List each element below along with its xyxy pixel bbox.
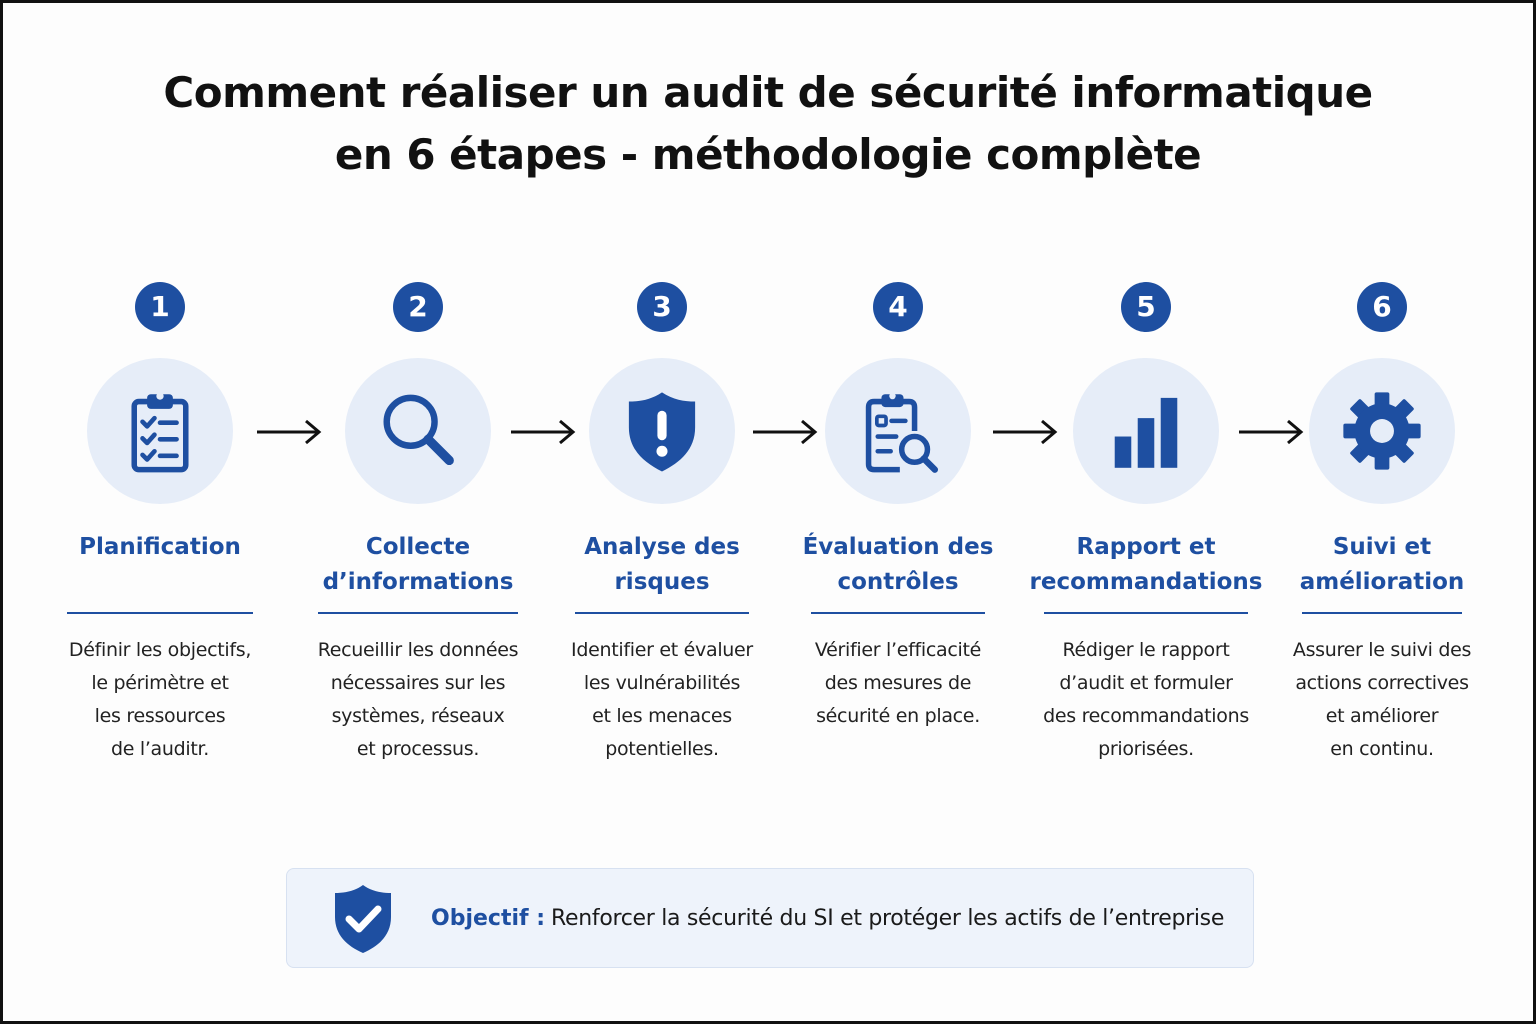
step-icon-circle xyxy=(87,358,233,504)
step-number-badge: 6 xyxy=(1357,282,1407,332)
step-description: Recueillir les données nécessaires sur l… xyxy=(317,639,519,760)
step-description: Vérifier l’efficacité des mesures de séc… xyxy=(814,639,982,727)
step-description: Identifier et évaluer les vulnérabilités… xyxy=(571,639,753,760)
arrow-right-icon xyxy=(750,414,820,450)
step-icon-circle xyxy=(1073,358,1219,504)
page-title: Comment réaliser un audit de sécurité in… xyxy=(0,62,1536,186)
objective-text: Renforcer la sécurité du SI et protéger … xyxy=(551,906,1225,931)
arrow-right-icon xyxy=(254,414,324,450)
shield-check-icon xyxy=(335,885,391,953)
magnifying-glass-icon xyxy=(383,394,454,466)
step-icon-circle xyxy=(589,358,735,504)
step-divider xyxy=(1044,612,1248,614)
step-icon-circle xyxy=(345,358,491,504)
title-line-2: en 6 étapes - méthodologie complète xyxy=(334,130,1202,179)
step-title: Analyse des risques xyxy=(584,534,740,595)
bar-chart-icon xyxy=(1114,397,1178,468)
step-title: Rapport et recommandations xyxy=(1029,534,1263,595)
arrow-right-icon xyxy=(508,414,578,450)
step-title: Collecte d’informations xyxy=(322,534,514,595)
step-divider xyxy=(318,612,518,614)
arrow-right-icon xyxy=(1236,414,1306,450)
objective-banner: Objectif : Renforcer la sécurité du SI e… xyxy=(286,868,1254,968)
step-description: Définir les objectifs, le périmètre et l… xyxy=(68,639,252,760)
step-divider xyxy=(811,612,985,614)
step-number-badge: 4 xyxy=(873,282,923,332)
title-line-1: Comment réaliser un audit de sécurité in… xyxy=(163,68,1373,117)
arrow-right-icon xyxy=(990,414,1060,450)
clipboard-checklist-icon xyxy=(131,392,189,473)
step-number-badge: 2 xyxy=(393,282,443,332)
step-description: Assurer le suivi des actions correctives… xyxy=(1292,639,1472,760)
clipboard-search-icon xyxy=(865,392,939,473)
step-divider xyxy=(1302,612,1462,614)
step-title: Planification xyxy=(79,534,241,560)
objective-label: Objectif : xyxy=(431,906,546,931)
step-number-badge: 5 xyxy=(1121,282,1171,332)
step-description: Rédiger le rapport d’audit et formuler d… xyxy=(1043,639,1249,760)
shield-exclamation-icon xyxy=(628,392,696,472)
step-number-badge: 1 xyxy=(135,282,185,332)
step-number-badge: 3 xyxy=(637,282,687,332)
step-divider xyxy=(67,612,253,614)
step-divider xyxy=(575,612,749,614)
step-icon-circle xyxy=(1309,358,1455,504)
step-icon-circle xyxy=(825,358,971,504)
step-title: Évaluation des contrôles xyxy=(802,534,994,595)
gear-icon xyxy=(1343,392,1421,470)
step-title: Suivi et amélioration xyxy=(1299,534,1465,595)
